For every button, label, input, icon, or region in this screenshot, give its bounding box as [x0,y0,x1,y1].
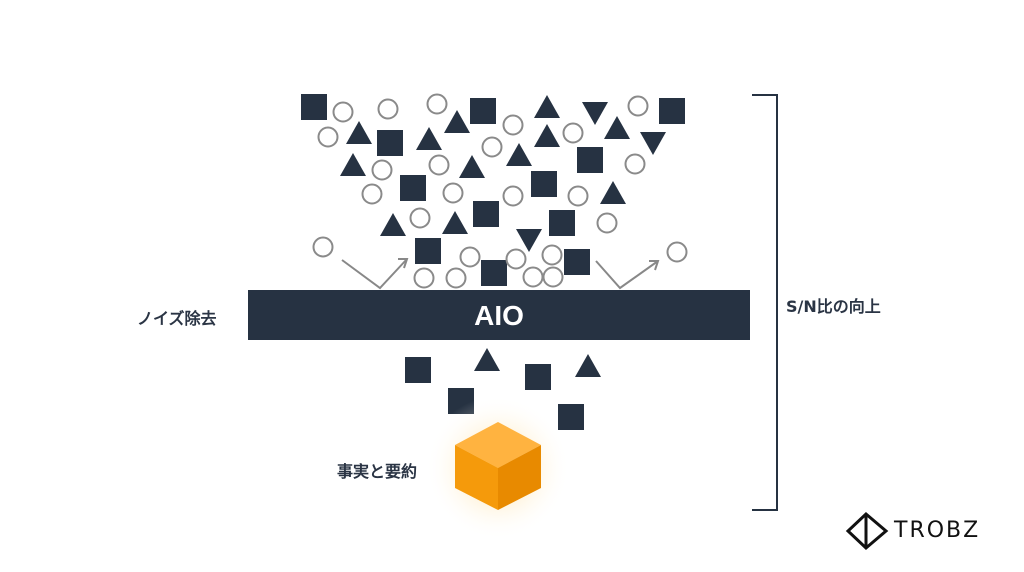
circle-shape [562,122,584,144]
triangle-up-shape [575,354,601,377]
square-shape [531,171,557,197]
triangle-up-shape [444,110,470,133]
square-shape [470,98,496,124]
triangle-up-shape [534,124,560,147]
triangle-up-shape [380,213,406,236]
circle-shape [445,267,467,289]
circle-shape [361,183,383,205]
square-shape [481,260,507,286]
square-shape [525,364,551,390]
cube-icon [455,422,541,510]
bracket [752,94,778,511]
circle-shape [409,207,431,229]
triangle-down-shape [582,102,608,125]
circle-shape [502,114,524,136]
square-shape [549,210,575,236]
circle-shape [413,267,435,289]
circle-shape [428,154,450,176]
sn-ratio-label: S/N比の向上 [786,297,881,316]
square-shape [301,94,327,120]
circle-shape [666,241,688,263]
noise-shapes [301,93,688,430]
triangle-down-shape [516,229,542,252]
circle-shape [442,182,464,204]
square-shape [400,175,426,201]
triangle-up-shape [604,116,630,139]
square-shape [473,201,499,227]
circle-shape [481,136,503,158]
circle-shape [377,98,399,120]
triangle-up-shape [534,95,560,118]
square-shape [415,238,441,264]
triangle-up-shape [474,348,500,371]
circle-shape [542,266,564,288]
triangle-up-shape [459,155,485,178]
reflect-arrows [341,258,660,290]
circle-shape [624,153,646,175]
triangle-up-shape [346,121,372,144]
circle-shape [312,236,334,258]
circle-shape [371,159,393,181]
circle-shape [332,101,354,123]
facts-summary-label: 事実と要約 [337,462,418,481]
square-shape [659,98,685,124]
trobz-logo-text: TROBZ [894,518,981,543]
square-shape [405,357,431,383]
aio-bar-label: AIO [474,300,524,331]
aio-bar [248,290,750,340]
triangle-up-shape [340,153,366,176]
circle-shape [317,126,339,148]
triangle-up-shape [416,127,442,150]
triangle-up-shape [442,211,468,234]
circle-shape [627,95,649,117]
triangle-up-shape [600,181,626,204]
circle-shape [567,185,589,207]
square-shape [564,249,590,275]
circle-shape [541,244,563,266]
trobz-logo-icon [845,511,889,551]
triangle-up-shape [506,143,532,166]
triangle-down-shape [640,132,666,155]
square-shape [377,130,403,156]
circle-shape [505,248,527,270]
circle-shape [596,212,618,234]
circle-shape [459,246,481,268]
noise-removal-label: ノイズ除去 [137,309,217,328]
circle-shape [426,93,448,115]
circle-shape [502,185,524,207]
square-shape [577,147,603,173]
square-shape [558,404,584,430]
circle-shape [522,266,544,288]
